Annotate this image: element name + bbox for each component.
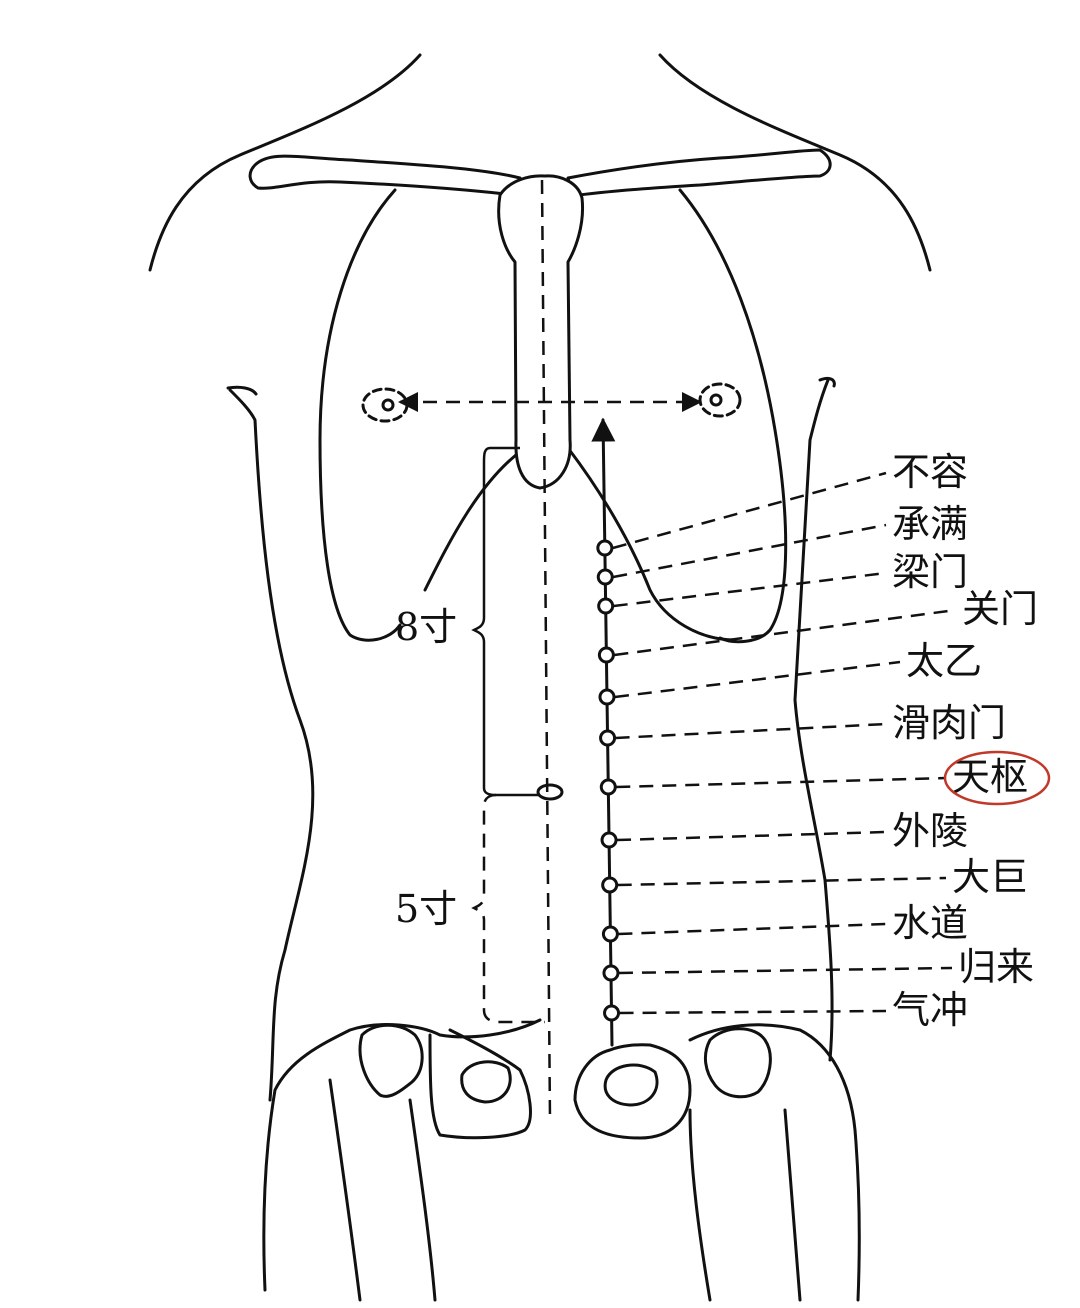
highlight-ellipse <box>943 750 1051 806</box>
leader-line-10 <box>618 922 887 936</box>
acupoint-marker-7 <box>599 778 617 796</box>
anterior-midline <box>540 179 552 1121</box>
left-nipple <box>361 387 409 423</box>
left-obturator <box>460 1060 512 1104</box>
bracket-lower <box>471 793 545 1024</box>
acupoint-label-10: 水道 <box>892 901 968 945</box>
right-flank-line <box>793 378 834 1062</box>
acupoint-marker-5 <box>598 688 616 706</box>
acupoint-marker-4 <box>597 646 615 664</box>
acupoint-label-3: 梁门 <box>892 550 968 594</box>
acupoint-marker-3 <box>597 597 615 615</box>
left-femur-shaft <box>328 1078 437 1302</box>
leader-line-7 <box>616 776 947 789</box>
left-clavicle <box>248 154 522 197</box>
acupoint-marker-8 <box>600 831 618 849</box>
right-pelvis-inner <box>573 1043 692 1140</box>
leader-line-4 <box>614 608 957 657</box>
bracket-upper <box>471 446 540 797</box>
left-pelvis-inner <box>428 1028 532 1140</box>
neck-left-line <box>148 53 422 272</box>
right-femur-head <box>703 1027 772 1099</box>
acupoint-marker-10 <box>601 925 619 943</box>
leader-line-8 <box>617 830 887 842</box>
acupoint-label-1: 不容 <box>892 450 968 494</box>
left-nipple-center <box>381 398 395 412</box>
acupoint-marker-6 <box>599 729 617 747</box>
acupoint-label-2: 承满 <box>892 502 968 546</box>
leader-line-5 <box>614 660 901 699</box>
acupoint-label-7: 天枢 <box>952 755 1028 799</box>
costal-arch-left <box>423 446 527 592</box>
right-obturator <box>603 1063 659 1107</box>
neck-right-line <box>658 53 932 272</box>
acupoint-label-4: 关门 <box>962 587 1038 631</box>
rib-cage-left <box>318 188 402 642</box>
costal-arch-right <box>566 446 737 642</box>
right-femur-shaft <box>688 1108 802 1302</box>
umbilicus <box>536 783 564 801</box>
acupoint-label-8: 外陵 <box>892 809 968 853</box>
acupoint-label-12: 气冲 <box>892 988 968 1032</box>
acupoint-label-9: 大巨 <box>952 855 1028 899</box>
leader-line-6 <box>615 722 887 740</box>
acupoint-marker-11 <box>602 964 620 982</box>
measurement-lower-label: 5寸 <box>395 887 457 931</box>
measurement-brackets: 8寸 5寸 <box>395 446 545 1024</box>
leader-line-1 <box>612 471 887 550</box>
leader-line-12 <box>619 1009 887 1015</box>
acupoint-marker-9 <box>601 876 619 894</box>
sternum <box>497 174 585 490</box>
left-femur-head <box>358 1023 424 1098</box>
acupoint-label-5: 太乙 <box>906 639 982 683</box>
pelvis <box>262 1018 861 1302</box>
right-hip-bone <box>688 1023 861 1302</box>
left-flank-line <box>228 388 315 1102</box>
right-nipple-center <box>709 393 723 407</box>
acupoint-marker-2 <box>596 568 614 586</box>
leader-line-3 <box>613 571 887 608</box>
right-clavicle <box>566 148 832 198</box>
leader-line-9 <box>617 876 947 887</box>
acupoint-marker-1 <box>596 539 614 557</box>
acupoint-label-11: 归来 <box>958 945 1034 989</box>
right-armpit-line <box>818 376 836 388</box>
torso-outline <box>148 53 932 1102</box>
acupoint-label-6: 滑肉门 <box>892 701 1006 745</box>
clavicles-sternum <box>248 148 832 490</box>
leader-line-2 <box>613 523 887 579</box>
measurement-upper-label: 8寸 <box>395 605 457 649</box>
acupoint-marker-12 <box>603 1004 621 1022</box>
left-armpit-line <box>226 385 258 396</box>
leader-line-11 <box>618 966 953 975</box>
rib-cage-right <box>678 188 788 644</box>
